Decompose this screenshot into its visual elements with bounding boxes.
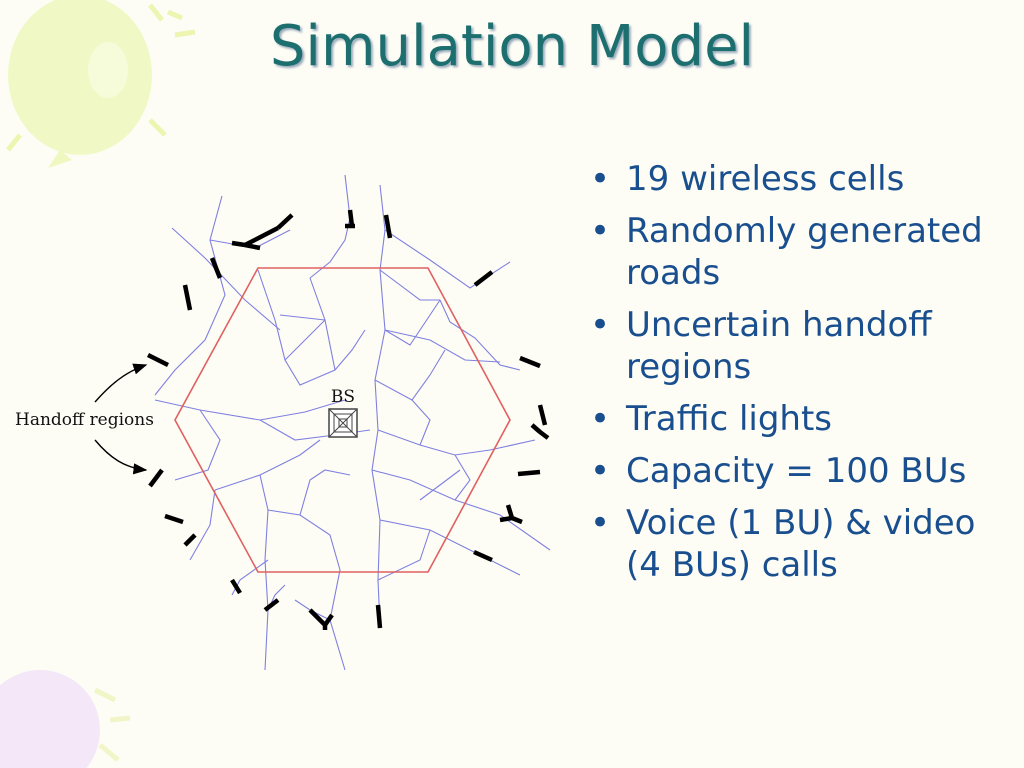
list-item: Uncertain handoff regions (588, 304, 1008, 388)
handoff-arrow-upper (94, 363, 148, 403)
feature-list: 19 wireless cells Randomly generated roa… (588, 158, 1008, 596)
base-station-label: BS (331, 387, 355, 407)
handoff-regions-label: Handoff regions (15, 410, 154, 430)
slide-title: Simulation Model (269, 14, 755, 79)
list-item: Voice (1 BU) & video (4 BUs) calls (588, 502, 1008, 586)
road-network (154, 174, 551, 671)
base-station-icon (328, 408, 358, 438)
list-item: 19 wireless cells (588, 158, 1008, 200)
handoff-arrow-lower (94, 439, 148, 475)
handoff-region-marks (146, 209, 550, 630)
cell-road-diagram: BS Handoff regions (15, 174, 551, 671)
list-item: Traffic lights (588, 398, 1008, 440)
list-item: Capacity = 100 BUs (588, 450, 1008, 492)
cell-hexagon (174, 267, 511, 573)
list-item: Randomly generated roads (588, 210, 1008, 294)
